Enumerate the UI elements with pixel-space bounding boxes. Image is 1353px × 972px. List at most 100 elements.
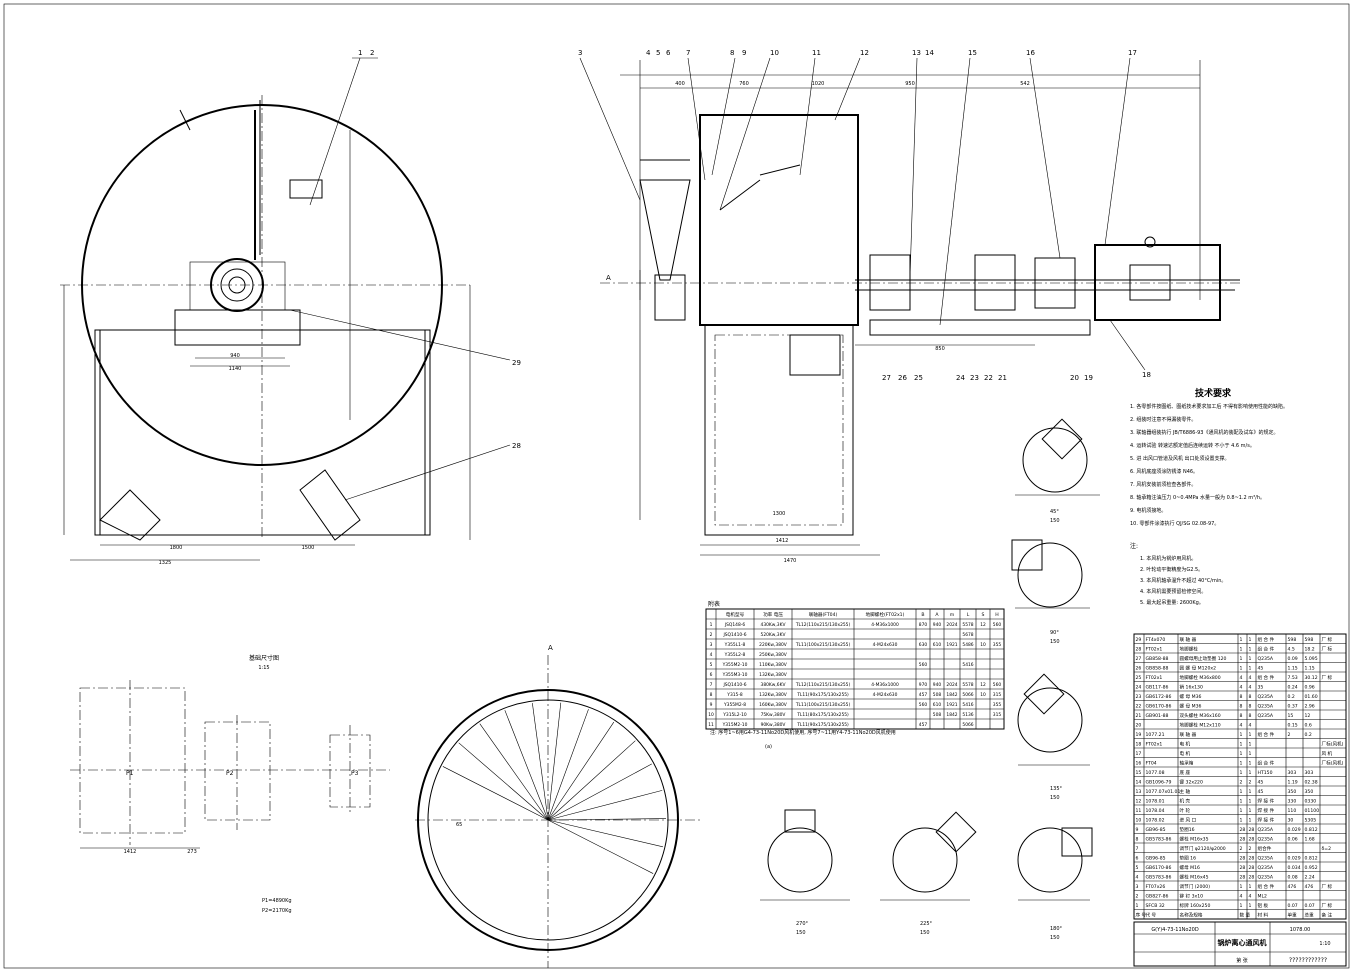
- parts-list-cell: 圆 螺 母 M120x2: [1180, 665, 1217, 672]
- balloon-11: 11: [812, 49, 821, 57]
- parts-list-cell: 1: [1240, 656, 1243, 662]
- parts-list-cell: 2: [1288, 732, 1291, 738]
- damper-blade: [458, 742, 549, 821]
- parts-list-cell: 0.07: [1305, 903, 1315, 909]
- angle-225: 225°: [920, 921, 933, 927]
- parts-list-cell: 2: [1136, 894, 1139, 900]
- motor-table-cell: 940: [933, 682, 942, 688]
- tech-req-title: 技术要求: [1195, 387, 1232, 399]
- motor-table-cell: 560: [993, 682, 1002, 688]
- parts-list-cell: FT04: [1146, 761, 1157, 767]
- dim-1800: 1800: [170, 545, 183, 551]
- title-block: G(Y)4-73-11No20D 1078.00 锅炉离心通风机 1:10 第 …: [1133, 921, 1347, 967]
- motor-table-cell: 560: [919, 662, 928, 668]
- balloon-8: 8: [730, 49, 734, 57]
- dim-1020: 1020: [812, 81, 825, 87]
- motor-table-cell: JSQ1410-6: [722, 682, 746, 688]
- orientation-view-45: 45° 150: [1015, 418, 1100, 524]
- parts-list-cell: GB5783-86: [1146, 837, 1172, 843]
- parts-list-cell: 0330: [1305, 799, 1317, 805]
- parts-list-cell: 焊 接 件: [1258, 798, 1275, 805]
- parts-list-cell: 圆螺母用止动垫圈 120: [1180, 655, 1227, 662]
- parts-list-cell: 进 风 口: [1180, 817, 1197, 824]
- balloon-row-top: 3 4 5 6 7 8 9 10 11 12 13 14 15 16 17: [578, 49, 1137, 57]
- parts-list-cell: 303: [1288, 770, 1297, 776]
- motor-table-cell: TL12(110x215/130x255): [795, 622, 851, 628]
- motor-table-cell: 315: [993, 692, 1002, 698]
- parts-list-cell: 28: [1249, 837, 1255, 843]
- parts-list-cell: 02.38: [1305, 780, 1318, 786]
- balloon-7: 7: [686, 49, 690, 57]
- dim-940: 940: [230, 353, 240, 359]
- parts-list-cell: 4: [1136, 875, 1139, 881]
- damper-blades: [442, 702, 666, 874]
- parts-list-cell: GB6172-86: [1146, 694, 1172, 700]
- motor-table-cell: 132Kw,380V: [759, 672, 787, 678]
- bearing-box-1: [869, 254, 911, 311]
- motor-table-cell: 457: [919, 722, 928, 728]
- parts-list-cell: 0.812: [1305, 827, 1318, 833]
- balloon-21: 21: [998, 374, 1007, 382]
- parts-list-cell: Q235A: [1258, 713, 1274, 719]
- tech-req-item: 1. 各零部件按图纸、图纸技术要求加工后 不得有影响使用性能的缺陷。: [1130, 403, 1288, 410]
- parts-list-cell: 330: [1288, 799, 1297, 805]
- parts-list-cell: 1: [1240, 732, 1243, 738]
- parts-list-cell: GB117-86: [1146, 685, 1169, 691]
- parts-list-cell: GB96-85: [1146, 827, 1166, 833]
- parts-list-cell: 350: [1288, 789, 1297, 795]
- parts-list-cell: 1: [1240, 799, 1243, 805]
- parts-list-cell: 8: [1249, 713, 1252, 719]
- parts-list-cell: 19: [1136, 732, 1142, 738]
- parts-list-cell: 垫圈 16: [1180, 855, 1197, 862]
- section-a-view: A 65: [415, 644, 700, 968]
- parts-list-cell: 0.2: [1288, 694, 1295, 700]
- damper-blade: [547, 740, 636, 821]
- motor-table-cell: 870: [919, 622, 928, 628]
- parts-list-cell: 螺栓 M16x45: [1180, 874, 1209, 881]
- damper-blade: [479, 723, 549, 821]
- parts-list-cell: 0.24: [1288, 685, 1298, 691]
- parts-list-cell: 0.07: [1288, 903, 1298, 909]
- coupling: [1034, 257, 1076, 309]
- parts-list-cell: 30.12: [1305, 675, 1318, 681]
- parts-list-cell: 21: [1136, 713, 1142, 719]
- p2-label: P2: [226, 770, 234, 777]
- motor-table-cell: 11: [708, 722, 714, 728]
- motor-table-cell: 2024: [946, 622, 957, 628]
- fan-casing: [699, 114, 859, 326]
- p1-label: P1: [126, 770, 134, 777]
- motor-table-cell: 560: [993, 622, 1002, 628]
- parts-list-cell: 28: [1249, 856, 1255, 862]
- orientation-view-90: 90° 150: [1011, 539, 1090, 645]
- parts-list-cell: 598: [1305, 637, 1314, 643]
- motor: [1094, 244, 1221, 321]
- motor-table-cell: 12: [980, 682, 986, 688]
- motor-table-cell: 10: [708, 712, 714, 718]
- motor-table-header: H: [995, 612, 998, 618]
- parts-list-cell: 22: [1136, 704, 1142, 710]
- inlet-ring-outer: [417, 689, 679, 951]
- parts-list-cell: 垫圈16: [1180, 826, 1195, 833]
- damper-blade: [547, 819, 663, 848]
- balloon-17: 17: [1128, 49, 1137, 57]
- parts-list-cell: 28: [1136, 647, 1142, 653]
- base-frame: [869, 319, 1091, 336]
- motor-table-cell: 250Kw,380V: [759, 652, 787, 658]
- balloon-23: 23: [970, 374, 979, 382]
- parts-list-cell: 8: [1249, 704, 1252, 710]
- motor-table-cell: 110Kw,380V: [759, 662, 787, 668]
- parts-list-cell: 0.2: [1305, 732, 1312, 738]
- motor-table-cell: 5066: [962, 692, 973, 698]
- right-foot: [299, 469, 361, 541]
- motor-table-cell: 430Kw,3KV: [761, 622, 786, 628]
- balloon-2: 2: [370, 49, 374, 57]
- angle-270: 270°: [796, 921, 809, 927]
- parts-list-cell: 1: [1240, 637, 1243, 643]
- balloon-27: 27: [882, 374, 891, 382]
- motor-table-cell: 380Kw,6KV: [761, 682, 786, 688]
- motor-table-cell: 12: [980, 622, 986, 628]
- parts-list-cell: 15: [1288, 713, 1294, 719]
- parts-list-cell: 轴承箱: [1180, 760, 1194, 767]
